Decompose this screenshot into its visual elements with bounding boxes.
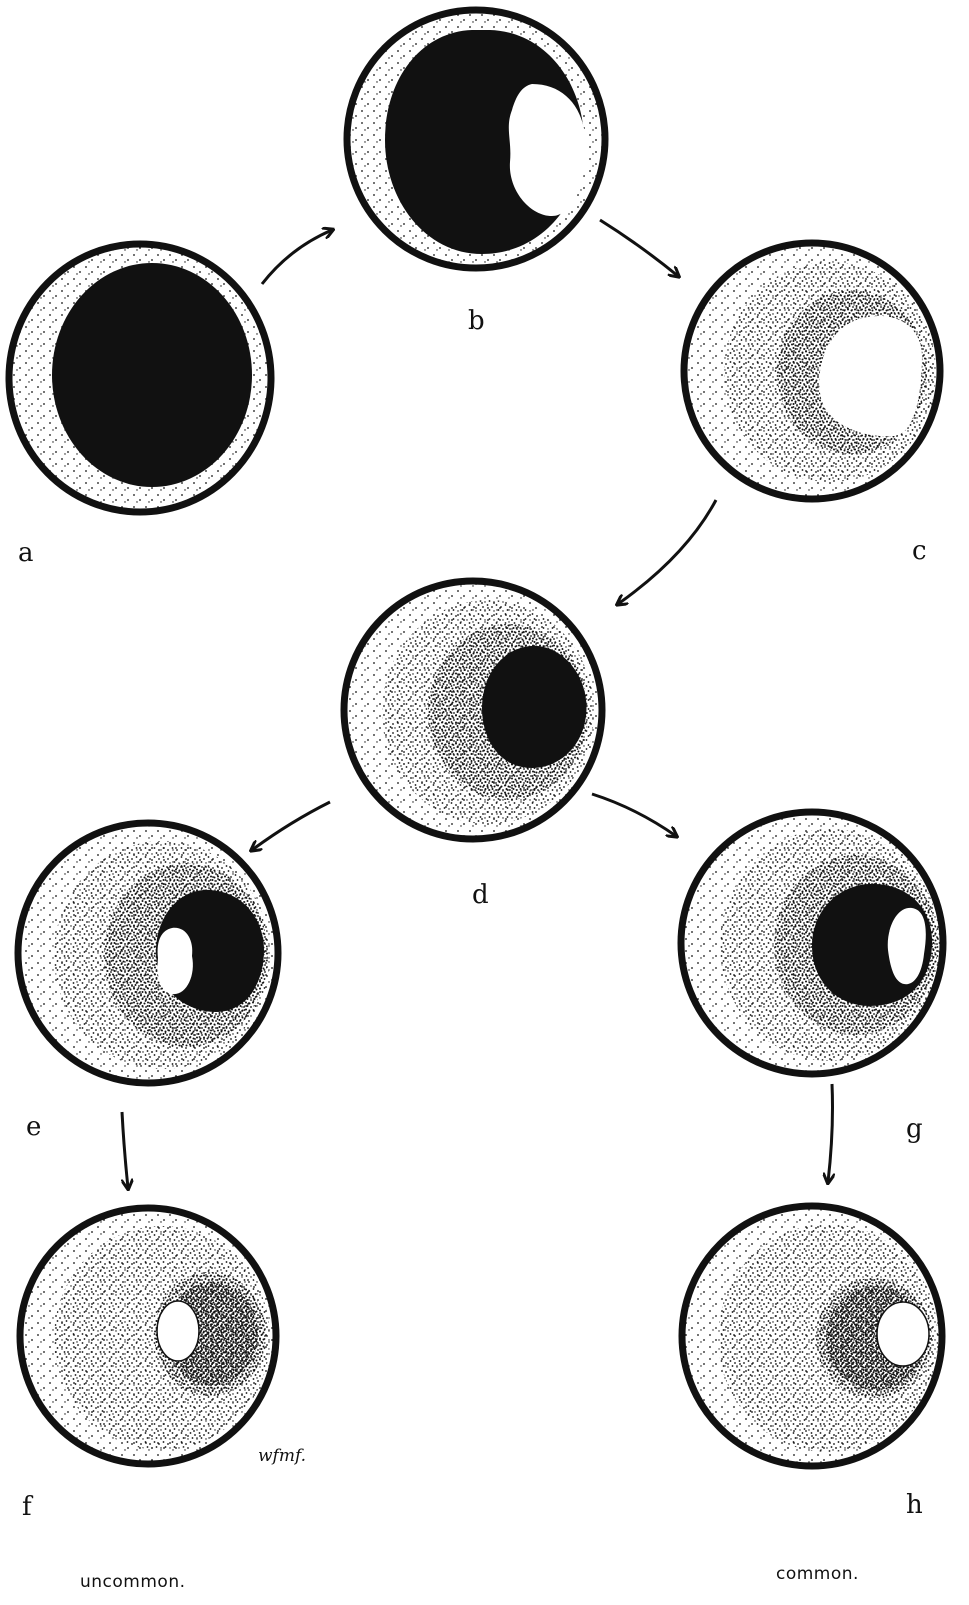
- label-e: e: [26, 1114, 41, 1140]
- arrow-d-to-e: [252, 802, 330, 850]
- cell-g: [681, 812, 943, 1074]
- cell-a: [9, 244, 271, 512]
- note-common: common.: [776, 1566, 859, 1583]
- note-uncommon: uncommon.: [80, 1574, 186, 1591]
- arrow-a-to-b: [262, 230, 332, 284]
- cell-f-clear-area: [157, 1301, 199, 1361]
- label-b: b: [468, 308, 485, 334]
- label-g: g: [906, 1116, 923, 1142]
- cell-b: [347, 10, 605, 268]
- arrow-c-to-d: [618, 500, 716, 604]
- arrow-b-to-c: [600, 220, 678, 276]
- artist-signature: wfmf.: [258, 1448, 306, 1465]
- cell-h-clear-area: [877, 1302, 929, 1366]
- label-a: a: [18, 540, 34, 566]
- arrow-d-to-g: [592, 794, 676, 836]
- cell-h: [682, 1206, 942, 1466]
- cell-f: [20, 1208, 276, 1464]
- arrow-g-to-h: [828, 1084, 833, 1182]
- cell-a-vacuole: [52, 263, 252, 487]
- cell-d: [344, 581, 602, 839]
- label-c: c: [912, 538, 927, 564]
- arrow-e-to-f: [122, 1112, 128, 1188]
- cell-c: [684, 243, 940, 499]
- cell-e: [18, 823, 278, 1083]
- label-f: f: [22, 1494, 32, 1520]
- label-h: h: [906, 1492, 923, 1518]
- label-d: d: [472, 882, 489, 908]
- cell-e-clear-area: [158, 928, 193, 994]
